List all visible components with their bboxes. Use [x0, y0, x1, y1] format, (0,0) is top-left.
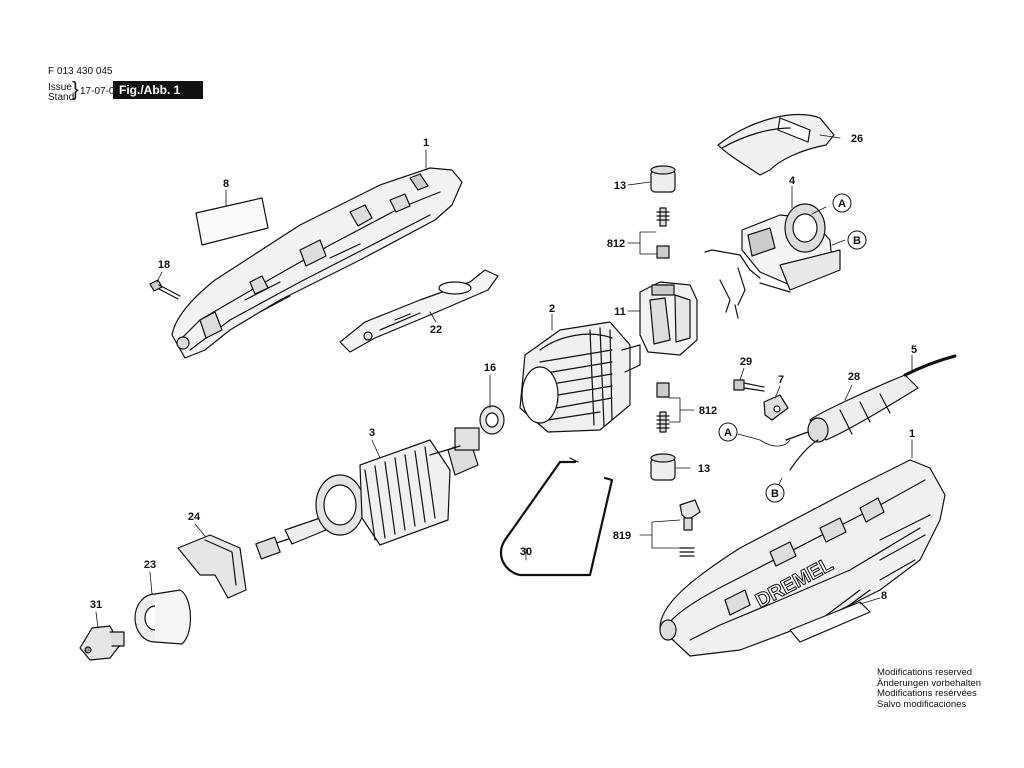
issue-brace: } [72, 79, 79, 101]
nose-cap-23 [134, 589, 192, 645]
issue-label: Issue [48, 82, 72, 93]
rating-label-top [195, 197, 269, 246]
callout-2: 2 [549, 303, 555, 315]
armature-3 [255, 427, 480, 560]
callout-819: 819 [613, 530, 631, 542]
marker-a-top: A [838, 198, 846, 210]
screw-18 [149, 279, 181, 300]
bearing-16 [479, 405, 505, 435]
callout-29: 29 [740, 356, 752, 368]
callout-1-top: 1 [423, 137, 429, 149]
callout-8-bottom: 8 [881, 590, 887, 602]
switch-plate-22 [339, 269, 499, 353]
callout-13-top: 13 [614, 180, 626, 192]
marker-b-top-circle [847, 230, 867, 250]
issue-date: 17-07-05 [80, 86, 121, 97]
marker-a-top-circle [832, 193, 852, 213]
screw-29 [733, 379, 765, 392]
callout-7: 7 [778, 374, 784, 386]
brush-cap-13-bottom [650, 453, 676, 481]
marker-b-top: B [853, 235, 861, 247]
callout-8-top: 8 [223, 178, 229, 190]
marker-b-bottom-circle [765, 483, 785, 503]
callout-3: 3 [369, 427, 375, 439]
marker-a-bottom: A [724, 427, 732, 439]
spindle-lock-819 [679, 499, 701, 557]
callout-5: 5 [911, 344, 917, 356]
stand-label: Stand [48, 92, 75, 103]
cord-protector-28 [807, 374, 919, 443]
callout-26: 26 [851, 133, 863, 145]
power-cord-5 [785, 354, 957, 471]
note-line-fr: Modifications resérvées [877, 688, 977, 699]
callout-31: 31 [90, 599, 102, 611]
doc-number: F 013 430 045 [48, 66, 113, 77]
figure-label: Fig./Abb. 1 [113, 81, 203, 99]
switch-cover-26 [717, 113, 835, 176]
callout-23: 23 [144, 559, 156, 571]
callout-30: 30 [520, 546, 532, 558]
callout-13-bottom: 13 [698, 463, 710, 475]
field-stator-2 [519, 321, 641, 433]
callout-24: 24 [188, 511, 201, 523]
cord-clamp-7 [763, 394, 789, 421]
brush-set-812-bottom [656, 382, 670, 433]
callout-1-bottom: 1 [909, 428, 915, 440]
callout-18: 18 [158, 259, 170, 271]
callout-22: 22 [430, 324, 442, 336]
modifications-note: Modifications reserved Änderungen vorbeh… [877, 667, 982, 710]
brush-holder-11 [639, 281, 698, 356]
housing-half-bottom [659, 459, 946, 657]
leader-lines [95, 134, 913, 629]
note-line-es: Salvo modificaciones [877, 698, 967, 710]
collet-nut-31 [79, 625, 125, 661]
rating-label-bottom [789, 601, 871, 643]
note-line-de: Änderungen vorbehalten [877, 677, 982, 689]
callout-28: 28 [848, 371, 860, 383]
callout-812-bottom: 812 [699, 405, 717, 417]
marker-a-bottom-circle [718, 422, 738, 442]
brush-cap-13-top [650, 165, 676, 193]
wire-clip-30 [499, 457, 614, 577]
note-line-en: Modifications reserved [877, 667, 973, 678]
callout-16: 16 [484, 362, 496, 374]
callout-812-top: 812 [607, 238, 625, 250]
switch-assembly-4 [704, 203, 841, 319]
marker-b-bottom: B [771, 488, 779, 500]
brush-set-812-top [656, 207, 670, 259]
callout-4: 4 [789, 175, 796, 187]
housing-half-top [171, 167, 463, 359]
grip-24 [177, 534, 247, 599]
callout-11: 11 [614, 306, 626, 318]
